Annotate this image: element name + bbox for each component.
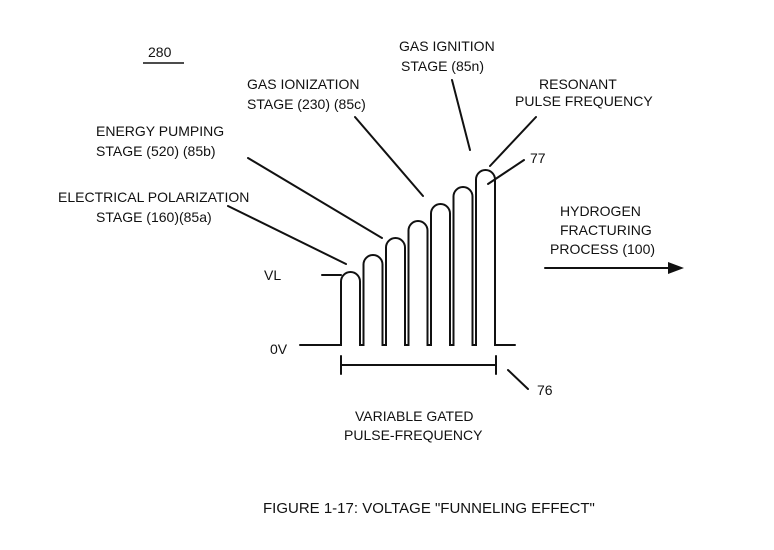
ref-76: 76	[537, 382, 553, 398]
axis-label-zero: 0V	[270, 341, 288, 357]
stage-label-pumping-line1: ENERGY PUMPING	[96, 123, 224, 139]
stage-label-ignition-line2: STAGE (85n)	[401, 58, 484, 74]
stage-label-pumping-line2: STAGE (520) (85b)	[96, 143, 216, 159]
stage-label-ignition-line1: GAS IGNITION	[399, 38, 495, 54]
resonant-label-line2: PULSE FREQUENCY	[515, 93, 653, 109]
stage-label-polarization-line2: STAGE (160)(85a)	[96, 209, 212, 225]
leader-ionization	[354, 116, 424, 197]
hydrogen-arrow-head	[668, 262, 684, 274]
stage-label-ionization-line1: GAS IONIZATION	[247, 76, 360, 92]
leader-ignition	[451, 79, 471, 151]
figure-caption: FIGURE 1-17: VOLTAGE "FUNNELING EFFECT"	[263, 500, 595, 517]
axis-label-vl: VL	[264, 267, 281, 283]
ref-77: 77	[530, 150, 546, 166]
pulse-train	[299, 169, 516, 346]
leader-76	[507, 369, 529, 390]
leader-polarization	[227, 205, 347, 265]
hydrogen-label-line2: FRACTURING	[560, 222, 652, 238]
leader-pumping	[247, 157, 383, 239]
resonant-label-line1: RESONANT	[539, 76, 617, 92]
hydrogen-label-line3: PROCESS (100)	[550, 241, 655, 257]
hydrogen-label-line1: HYDROGEN	[560, 203, 641, 219]
stage-label-ionization-line2: STAGE (230) (85c)	[247, 96, 366, 112]
gated-label-line2: PULSE-FREQUENCY	[344, 427, 483, 443]
leader-resonant	[489, 116, 537, 167]
stage-label-polarization-line1: ELECTRICAL POLARIZATION	[58, 189, 249, 205]
gated-label-line1: VARIABLE GATED	[355, 408, 474, 424]
figure-number: 280	[148, 44, 172, 60]
